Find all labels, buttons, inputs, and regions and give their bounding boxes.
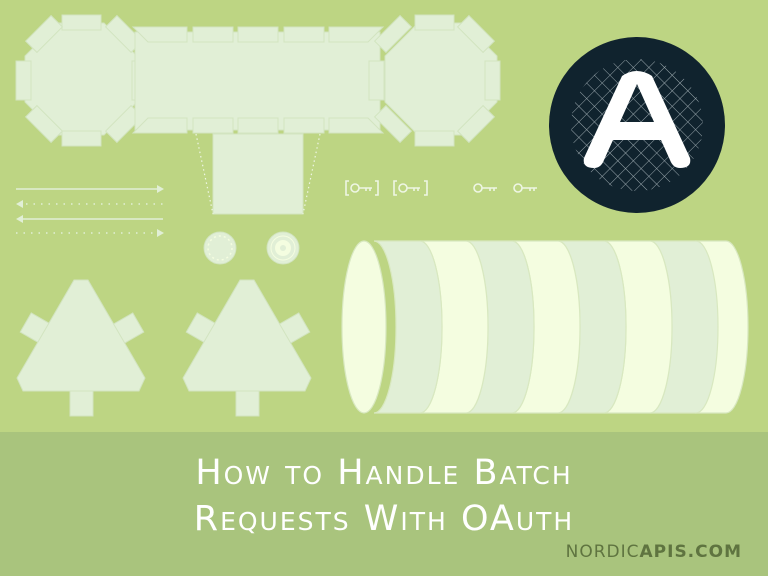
table-left-octagon (15, 14, 148, 147)
page-title: How to Handle Batch Requests With OAuth (0, 450, 768, 542)
trees (16, 279, 312, 417)
brand-url: NORDICAPIS.COM (566, 542, 742, 562)
illustration (15, 14, 749, 417)
brand-bold: APIS.COM (639, 542, 742, 562)
keys (345, 180, 537, 196)
title-banner: How to Handle Batch Requests With OAuth … (0, 432, 768, 576)
title-line-2: Requests With OAuth (193, 499, 575, 539)
logo-a (540, 36, 734, 214)
segmented-cylinder (341, 240, 749, 414)
title-line-1: How to Handle Batch (195, 453, 573, 493)
brand-light: NORDIC (565, 542, 640, 562)
arrows (16, 185, 164, 237)
coins (203, 231, 300, 265)
